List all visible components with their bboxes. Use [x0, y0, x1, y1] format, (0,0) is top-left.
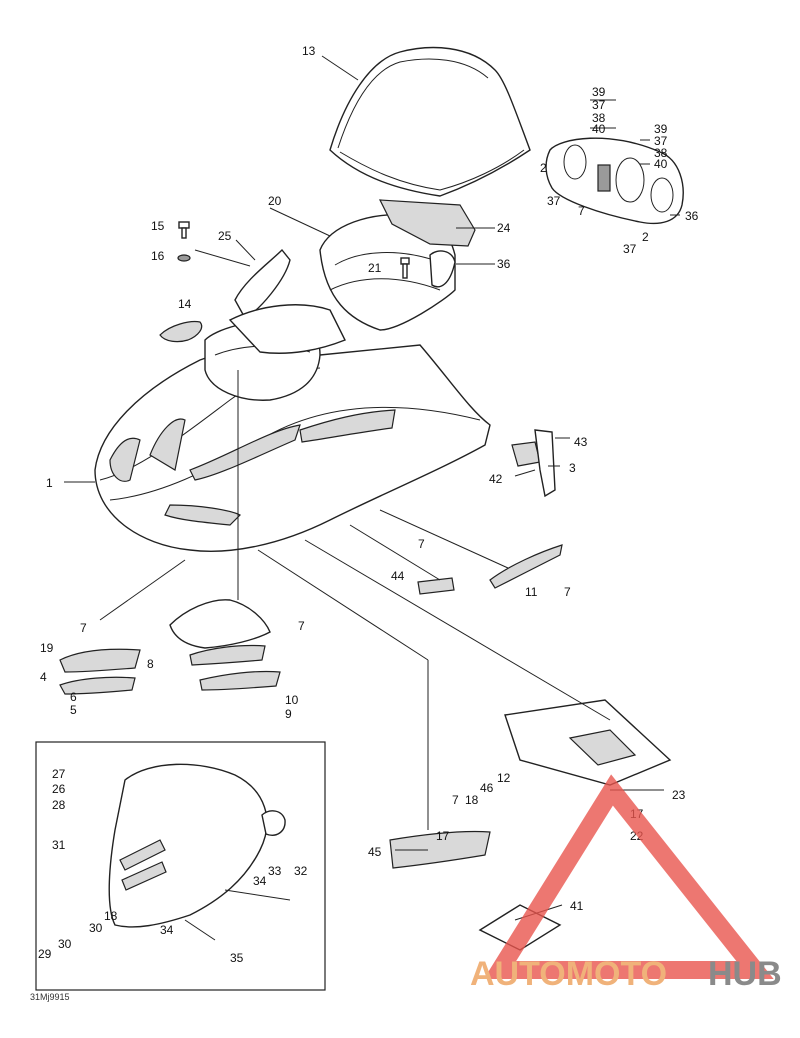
- callout-15: 15: [151, 219, 165, 233]
- drawing-code: 31Mj9915: [30, 992, 70, 1002]
- callout-30a: 30: [89, 921, 103, 935]
- callout-43: 43: [574, 435, 588, 449]
- callout-4: 4: [40, 670, 47, 684]
- callout-2b: 2: [642, 230, 649, 244]
- callout-40a: 40: [592, 122, 606, 136]
- callout-7b: 7: [418, 537, 425, 551]
- callout-11: 11: [525, 585, 538, 599]
- callout-38a: 38: [592, 111, 606, 125]
- callout-9: 9: [285, 707, 292, 721]
- callout-36b: 36: [685, 209, 699, 223]
- callout-3: 3: [569, 461, 576, 475]
- callout-7c: 7: [564, 585, 571, 599]
- callout-8: 8: [147, 657, 154, 671]
- callout-7a: 7: [578, 204, 585, 218]
- callout-18b: 18: [465, 793, 479, 807]
- callout-40b: 40: [654, 157, 668, 171]
- side-trim-11: [489, 544, 563, 589]
- callout-13: 13: [302, 44, 316, 58]
- callout-39b: 39: [654, 122, 668, 136]
- callout-42: 42: [489, 472, 503, 486]
- inset-box: [35, 741, 326, 991]
- callout-20: 20: [268, 194, 282, 208]
- watermark-part1: AUTOMOTO: [470, 955, 667, 993]
- bracket-3-42: [511, 429, 556, 498]
- callout-39a: 39: [592, 85, 606, 99]
- callout-34a: 34: [253, 874, 267, 888]
- callout-5: 5: [70, 703, 77, 717]
- callout-35: 35: [230, 951, 244, 965]
- callout-41: 41: [570, 899, 584, 913]
- callout-6: 6: [70, 690, 77, 704]
- callout-29: 29: [38, 947, 52, 961]
- callout-25: 25: [218, 229, 232, 243]
- callout-44: 44: [391, 569, 405, 583]
- rail-45: [389, 830, 491, 869]
- callout-17b: 17: [436, 829, 450, 843]
- bolt-15: [178, 221, 190, 239]
- callout-24: 24: [497, 221, 511, 235]
- console: [319, 199, 476, 331]
- callout-7f: 7: [452, 793, 459, 807]
- callout-38b: 38: [654, 146, 668, 160]
- callout-16: 16: [151, 249, 165, 263]
- callout-37c: 37: [547, 194, 561, 208]
- callout-30b: 30: [58, 937, 72, 951]
- callout-27: 27: [52, 767, 66, 781]
- callout-18a: 18: [104, 909, 118, 923]
- callout-31: 31: [52, 838, 66, 852]
- hood-handle: [159, 320, 203, 343]
- watermark: AUTOMOTO HUB: [470, 774, 782, 993]
- callout-26: 26: [52, 782, 66, 796]
- watermark-triangle: [483, 774, 774, 979]
- callout-1: 1: [46, 476, 53, 490]
- hood-body: [94, 248, 491, 552]
- callout-12: 12: [497, 771, 511, 785]
- grille-center-8: [169, 599, 281, 691]
- callout-28: 28: [52, 798, 66, 812]
- grille-left-4: [59, 648, 141, 695]
- plate-44: [417, 577, 455, 595]
- washer-16: [177, 254, 191, 262]
- callout-21: 21: [368, 261, 382, 275]
- callout-33: 33: [268, 864, 282, 878]
- callout-10: 10: [285, 693, 299, 707]
- callout-32: 32: [294, 864, 308, 878]
- callout-36a: 36: [497, 257, 511, 271]
- callout-45: 45: [368, 845, 382, 859]
- callout-37b: 37: [654, 134, 668, 148]
- callout-7d: 7: [80, 621, 87, 635]
- callout-37d: 37: [623, 242, 637, 256]
- callout-37a: 37: [592, 98, 606, 112]
- callout-labels: 13 20 15 16 25 24 36 21 14 1 39 37 38 40…: [38, 44, 699, 965]
- windshield: [329, 46, 531, 197]
- callout-23: 23: [672, 788, 686, 802]
- gauge-bezel: [545, 137, 684, 225]
- callout-14: 14: [178, 297, 192, 311]
- watermark-part2: HUB: [708, 955, 782, 993]
- callout-7e: 7: [298, 619, 305, 633]
- screw-21: [400, 257, 410, 279]
- callout-2a: 2: [540, 161, 547, 175]
- callout-19: 19: [40, 641, 54, 655]
- leader-lines: [64, 55, 680, 921]
- callout-34b: 34: [160, 923, 174, 937]
- callout-46: 46: [480, 781, 494, 795]
- tray-23: [504, 699, 672, 786]
